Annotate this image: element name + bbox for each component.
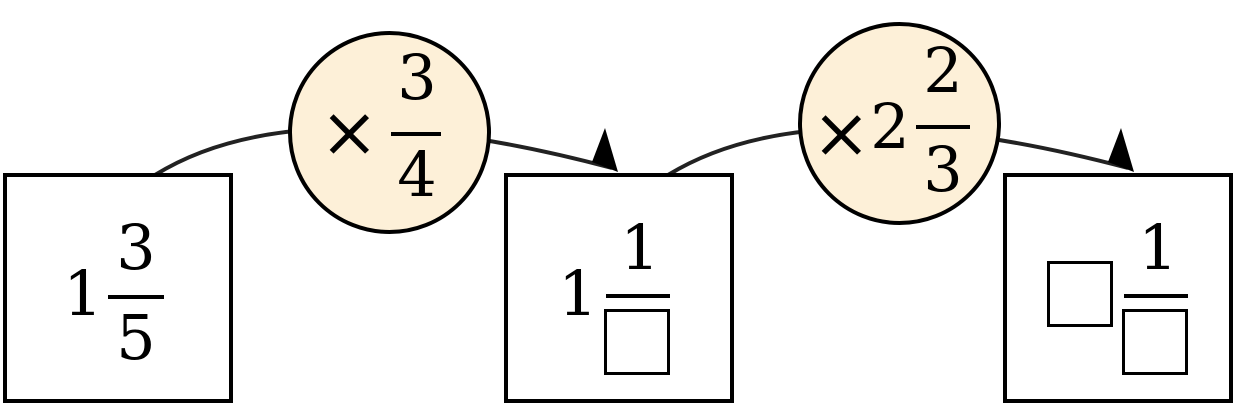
operator-circle-1: × 3 4 bbox=[288, 31, 491, 234]
times-sign: × bbox=[812, 92, 871, 174]
operator-2-numerator: 2 bbox=[923, 34, 963, 107]
operator-2-fraction-bar bbox=[916, 125, 970, 129]
result-1-numerator: 1 bbox=[620, 211, 660, 284]
start-value-box: 1 3 5 bbox=[3, 173, 233, 403]
operator-1-numerator: 3 bbox=[397, 41, 437, 114]
arrow-1-head bbox=[592, 128, 618, 172]
start-numerator: 3 bbox=[116, 211, 156, 284]
result-1-fraction-bar bbox=[606, 294, 670, 298]
result-2-whole-blank[interactable] bbox=[1047, 261, 1113, 327]
result-2-numerator: 1 bbox=[1138, 211, 1178, 284]
start-fraction-bar bbox=[108, 295, 164, 299]
start-whole: 1 bbox=[63, 257, 103, 330]
result-box-1: 1 1 bbox=[504, 173, 734, 403]
operator-1-denominator: 4 bbox=[397, 138, 437, 211]
result-2-fraction-bar bbox=[1124, 294, 1188, 298]
times-sign: × bbox=[320, 91, 379, 173]
start-denominator: 5 bbox=[116, 301, 156, 374]
result-2-denominator-blank[interactable] bbox=[1122, 309, 1188, 375]
result-1-whole: 1 bbox=[558, 257, 598, 330]
operator-circle-2: × 2 2 3 bbox=[798, 22, 1001, 225]
operator-1-fraction-bar bbox=[391, 132, 441, 136]
arrow-2-head bbox=[1108, 128, 1134, 172]
operator-2-whole: 2 bbox=[870, 90, 910, 163]
result-1-denominator-blank[interactable] bbox=[604, 309, 670, 375]
result-box-2: 1 bbox=[1003, 173, 1233, 403]
operator-2-denominator: 3 bbox=[923, 133, 963, 206]
